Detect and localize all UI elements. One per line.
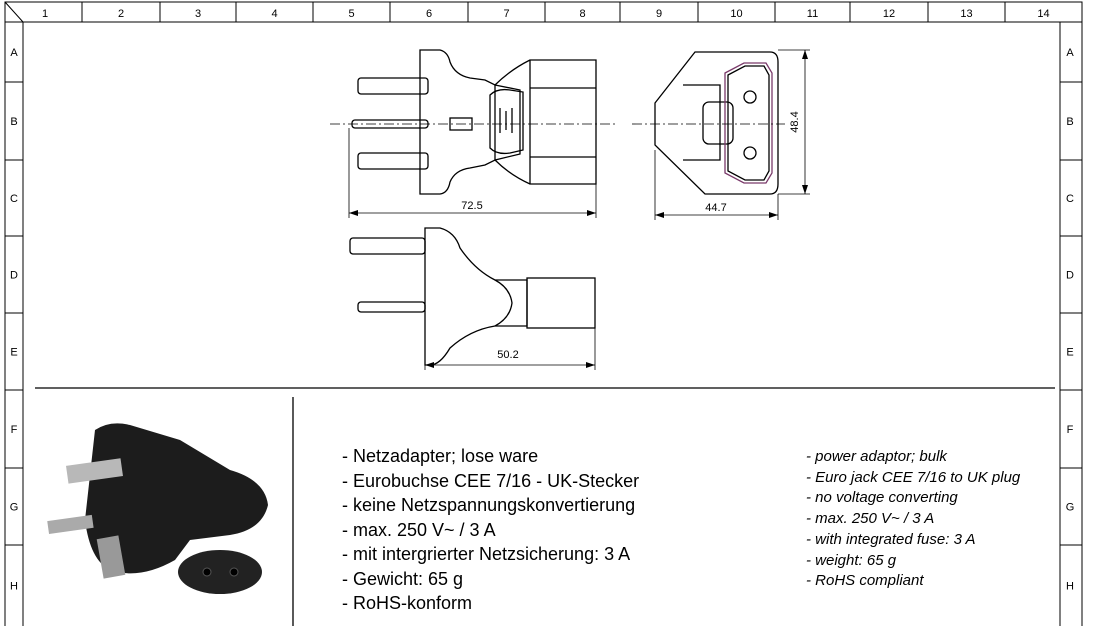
column-label: 12 xyxy=(883,8,895,20)
spec-de: - Netzadapter; lose ware xyxy=(342,446,539,466)
row-label: B xyxy=(1066,116,1073,128)
dim-front-width: 44.7 xyxy=(705,202,726,214)
top-view-drawing xyxy=(349,227,596,366)
row-label: A xyxy=(1066,47,1074,59)
row-label: G xyxy=(10,502,19,514)
column-label: 13 xyxy=(960,8,972,20)
spec-en: - with integrated fuse: 3 A xyxy=(806,530,976,548)
row-label: D xyxy=(1066,270,1074,282)
row-label: H xyxy=(1066,581,1074,593)
column-label: 9 xyxy=(656,8,662,20)
row-label: D xyxy=(10,270,18,282)
spec-de: - keine Netzspannungskonvertierung xyxy=(342,495,636,515)
column-label: 8 xyxy=(579,8,585,20)
spec-en: - power adaptor; bulk xyxy=(806,448,947,465)
spec-en: - max. 250 V~ / 3 A xyxy=(806,510,935,528)
row-label: G xyxy=(1066,502,1075,514)
spec-en: - no voltage converting xyxy=(806,489,958,507)
spec-en: - Euro jack CEE 7/16 to UK plug xyxy=(806,468,1021,486)
spec-en: - weight: 65 g xyxy=(806,551,897,569)
product-photo xyxy=(47,423,268,594)
column-label: 4 xyxy=(271,8,277,20)
row-label: F xyxy=(1067,424,1074,436)
front-view-drawing xyxy=(654,51,779,195)
column-label: 14 xyxy=(1037,8,1049,20)
row-label: H xyxy=(10,581,18,593)
side-view-drawing xyxy=(351,49,597,195)
row-label: B xyxy=(10,116,17,128)
dim-top-length: 50.2 xyxy=(497,349,518,361)
row-label: E xyxy=(1066,347,1073,359)
row-label: A xyxy=(10,47,18,59)
row-label: E xyxy=(10,347,17,359)
column-label: 2 xyxy=(118,8,124,20)
column-label: 6 xyxy=(426,8,432,20)
column-label: 10 xyxy=(730,8,742,20)
dim-side-length: 72.5 xyxy=(461,200,482,212)
column-label: 11 xyxy=(807,8,818,20)
spec-de: - RoHS-konform xyxy=(342,593,473,613)
column-label: 1 xyxy=(42,8,48,20)
column-label: 7 xyxy=(503,8,509,20)
dim-front-height: 48.4 xyxy=(789,111,801,132)
column-label: 5 xyxy=(348,8,354,20)
row-label: C xyxy=(1066,193,1074,205)
spec-de: - Gewicht: 65 g xyxy=(342,568,464,589)
row-label: C xyxy=(10,193,18,205)
spec-en: - RoHS compliant xyxy=(806,572,924,590)
description-english: - power adaptor; bulk - Euro jack CEE 7/… xyxy=(806,447,1020,592)
dimension-lines xyxy=(348,49,810,370)
column-label: 3 xyxy=(195,8,201,20)
description-german: - Netzadapter; lose ware - Eurobuchse CE… xyxy=(342,444,639,616)
spec-de: - Eurobuchse CEE 7/16 - UK-Stecker xyxy=(342,470,640,491)
spec-de: - mit intergrierter Netzsicherung: 3 A xyxy=(342,544,631,564)
spec-de: - max. 250 V~ / 3 A xyxy=(342,519,496,540)
row-label: F xyxy=(11,424,18,436)
